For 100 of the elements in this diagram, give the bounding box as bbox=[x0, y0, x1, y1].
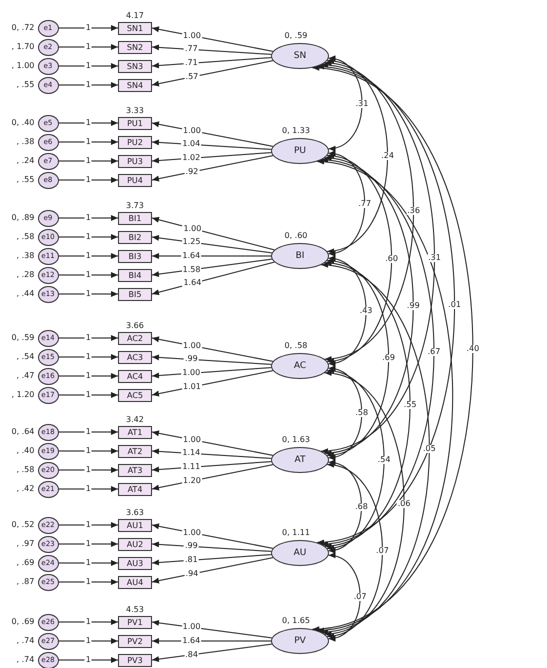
arrow bbox=[152, 258, 272, 278]
edge-label: 1.14 bbox=[181, 449, 202, 458]
latent-ellipse: PU bbox=[271, 138, 329, 164]
value-label: , .87 bbox=[16, 578, 34, 586]
value-label: 0, .69 bbox=[12, 618, 34, 626]
arrow bbox=[58, 657, 118, 663]
indicator-box: BI1 bbox=[118, 212, 152, 224]
latent-ellipse: AU bbox=[271, 540, 329, 566]
double-headed-arrow bbox=[316, 65, 456, 544]
arrow bbox=[152, 121, 274, 147]
double-headed-arrow bbox=[312, 66, 474, 631]
indicator-box: BI5 bbox=[118, 288, 152, 300]
double-headed-arrow bbox=[316, 160, 454, 632]
arrow bbox=[152, 638, 272, 644]
arrow bbox=[152, 430, 274, 456]
edge-label: .58 bbox=[354, 409, 370, 417]
edge-label: 1 bbox=[84, 521, 92, 529]
arrow bbox=[58, 560, 118, 566]
indicator-box: AU2 bbox=[118, 538, 152, 550]
indicator-box: BI3 bbox=[118, 250, 152, 262]
value-label: , .40 bbox=[16, 447, 34, 455]
edge-label: 1.64 bbox=[181, 637, 202, 645]
edge-label: .99 bbox=[406, 302, 421, 310]
edge-label: 1.00 bbox=[182, 32, 202, 40]
arrow bbox=[152, 155, 274, 182]
latent-ellipse: AT bbox=[271, 447, 329, 473]
edge-label: 1 bbox=[84, 157, 92, 165]
arrow bbox=[58, 467, 118, 473]
value-label: , .38 bbox=[16, 252, 34, 260]
edge-label: 1.00 bbox=[182, 224, 202, 233]
edge-label: .40 bbox=[465, 344, 480, 352]
value-label: 0, .58 bbox=[284, 342, 308, 350]
edge-label: .81 bbox=[184, 556, 199, 564]
value-label: 0, .40 bbox=[12, 119, 34, 127]
arrow bbox=[152, 253, 272, 259]
value-label: 0, .64 bbox=[12, 428, 34, 436]
arrow bbox=[152, 523, 274, 549]
edge-label: 1.01 bbox=[182, 382, 202, 391]
edge-label: .05 bbox=[422, 444, 437, 452]
latent-ellipse: SN bbox=[271, 43, 329, 69]
edge-label: 1 bbox=[84, 214, 92, 222]
double-headed-arrow bbox=[324, 61, 414, 361]
arrow bbox=[58, 139, 118, 145]
indicator-box: AU4 bbox=[118, 576, 152, 588]
value-label: 0, .60 bbox=[284, 232, 308, 240]
arrow bbox=[58, 541, 118, 547]
indicator-box: SN3 bbox=[118, 60, 152, 72]
arrow bbox=[152, 44, 272, 55]
edge-label: 1 bbox=[84, 540, 92, 548]
edge-label: .43 bbox=[358, 307, 374, 315]
arrow bbox=[152, 620, 272, 638]
edge-label: 1 bbox=[84, 43, 92, 51]
edge-label: .07 bbox=[375, 546, 390, 554]
indicator-box: AC2 bbox=[118, 332, 152, 344]
arrow bbox=[58, 619, 118, 625]
value-label: , 1.00 bbox=[12, 62, 34, 70]
value-label: , .97 bbox=[16, 540, 34, 548]
value-label: 0, .72 bbox=[12, 24, 34, 32]
edge-label: 1 bbox=[84, 447, 92, 455]
edge-label: 1 bbox=[84, 353, 92, 361]
arrow bbox=[152, 262, 275, 296]
indicator-box: AU3 bbox=[118, 556, 152, 570]
double-headed-arrow bbox=[326, 154, 392, 363]
edge-label: 1.00 bbox=[182, 126, 202, 135]
edge-label: .07 bbox=[352, 593, 368, 601]
edge-label: 1.58 bbox=[182, 266, 202, 274]
edge-label: 1.00 bbox=[181, 369, 202, 378]
arrow bbox=[152, 354, 272, 365]
edge-label: .01 bbox=[447, 300, 462, 308]
edge-label: .99 bbox=[184, 542, 199, 550]
edge-label: 1.25 bbox=[182, 238, 202, 246]
arrow bbox=[58, 253, 118, 259]
edge-label: 1 bbox=[84, 637, 92, 645]
value-label: 3.33 bbox=[126, 106, 144, 114]
edge-label: .55 bbox=[402, 400, 418, 408]
indicator-box: AC3 bbox=[118, 350, 152, 364]
edge-label: 1.00 bbox=[182, 436, 202, 444]
double-headed-arrow bbox=[328, 256, 367, 366]
value-label: , .47 bbox=[16, 372, 34, 380]
indicator-box: SN2 bbox=[118, 40, 152, 54]
arrow bbox=[58, 215, 118, 221]
edge-label: 1 bbox=[84, 578, 92, 586]
edge-label: 1 bbox=[84, 656, 92, 664]
edge-label: .94 bbox=[184, 570, 200, 578]
edge-label: 1 bbox=[84, 428, 92, 436]
edge-label: 1 bbox=[84, 252, 92, 260]
edge-label: 1 bbox=[84, 271, 92, 279]
edge-label: 1 bbox=[84, 466, 92, 474]
arrow bbox=[58, 392, 118, 398]
arrow bbox=[58, 448, 118, 454]
indicator-box: PU3 bbox=[118, 154, 152, 168]
edge-label: 1 bbox=[84, 559, 92, 567]
edge-label: 1 bbox=[84, 119, 92, 127]
double-headed-arrow bbox=[320, 263, 430, 634]
value-label: 4.17 bbox=[126, 12, 144, 20]
value-label: 3.42 bbox=[126, 416, 144, 424]
edge-label: 1 bbox=[84, 138, 92, 146]
indicator-box: AC5 bbox=[118, 388, 152, 402]
arrow bbox=[152, 448, 272, 459]
double-headed-arrow bbox=[326, 463, 383, 638]
